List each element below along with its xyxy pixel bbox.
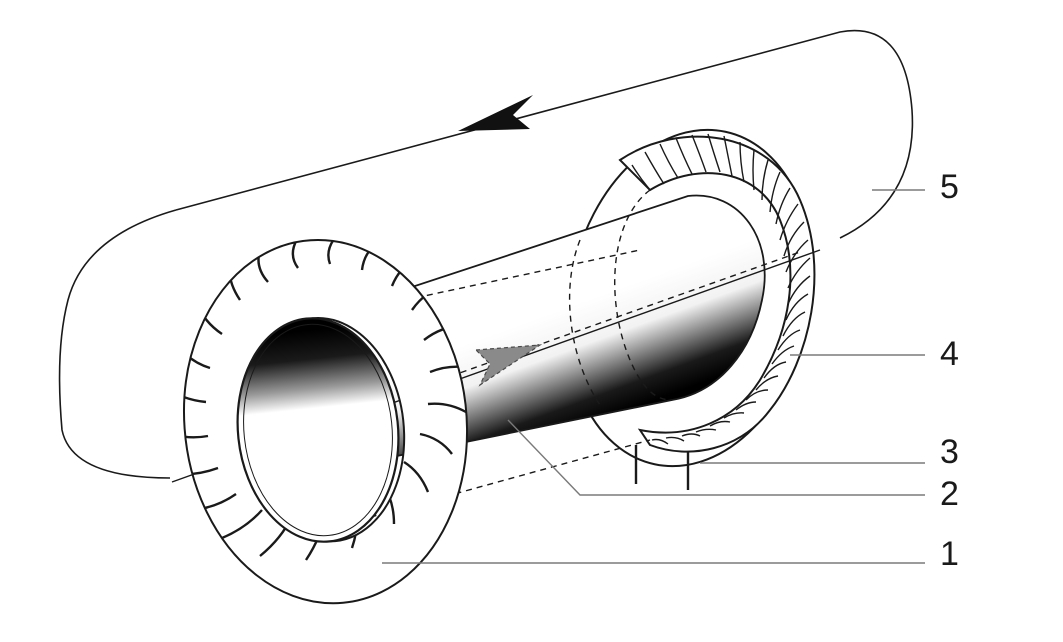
turbine-wheel [183, 239, 469, 605]
toroidal-coil [618, 133, 816, 453]
inner-flow-arrow-icon [474, 344, 543, 387]
circulation-loop [58, 29, 914, 479]
callout-lines [382, 189, 925, 564]
hidden-contours [329, 189, 801, 521]
tube-bore [236, 317, 400, 543]
callout-label-2: 2 [940, 475, 959, 513]
callout-label-3: 3 [940, 433, 959, 471]
callout-label-1: 1 [940, 535, 959, 573]
callout-label-4: 4 [940, 335, 959, 373]
flow-direction-arrow-icon [458, 95, 533, 131]
callout-label-5: 5 [940, 168, 959, 206]
lead-wires [634, 445, 690, 490]
